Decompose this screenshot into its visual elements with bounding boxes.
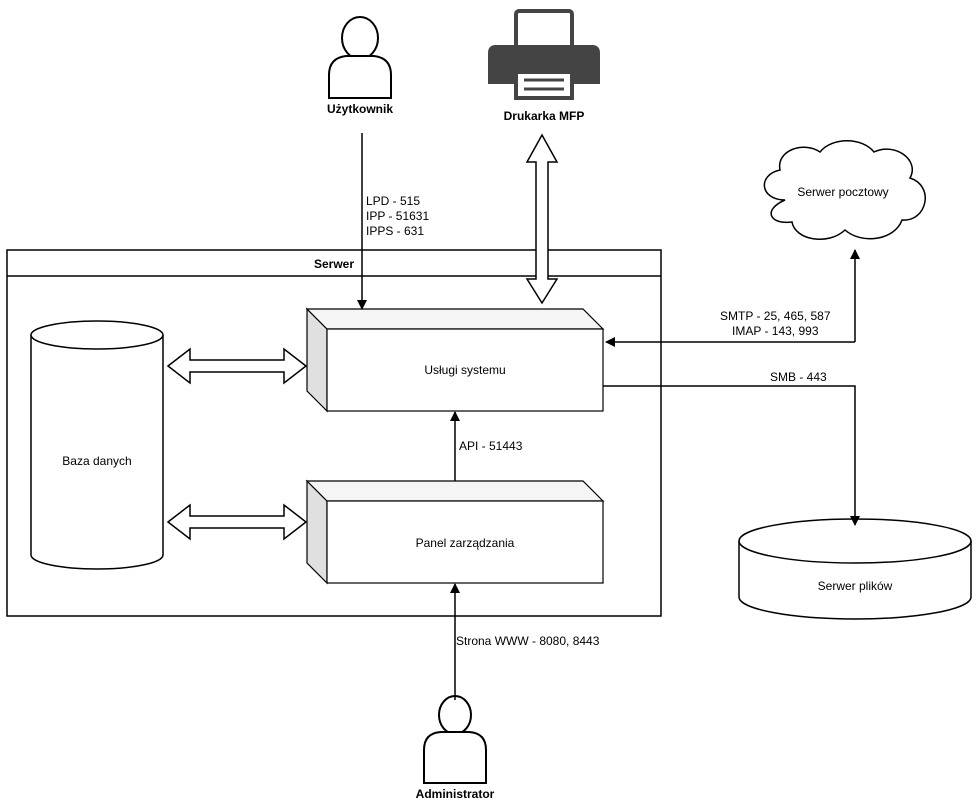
services-to-fileserver-arrow [603,385,860,526]
admin-actor-label: Administrator [416,787,495,801]
user-protocol-ipps: IPPS - 631 [366,224,424,238]
printer-services-double-arrow [525,133,559,305]
admin-actor-icon [423,695,487,784]
printer-icon [488,9,600,100]
database-services-double-arrow [166,347,308,385]
www-protocol: Strona WWW - 8080, 8443 [456,634,600,648]
management-panel-label: Panel zarządzania [416,536,515,550]
printer-label: Drukarka MFP [504,109,585,123]
system-services-box [305,307,605,413]
api-protocol: API - 51443 [459,439,523,453]
user-actor-icon [328,16,392,99]
user-actor-label: Użytkownik [327,102,393,116]
mail-protocol-smtp: SMTP - 25, 465, 587 [720,309,831,323]
database-cylinder [30,320,164,570]
user-protocol-ipp: IPP - 51631 [366,209,429,223]
mail-protocol-imap: IMAP - 143, 993 [732,324,819,338]
system-services-label: Usługi systemu [424,363,505,377]
file-server-label: Serwer plików [818,579,893,593]
smb-protocol: SMB - 443 [770,370,827,384]
server-container-title: Serwer [314,257,354,271]
user-protocol-lpd: LPD - 515 [366,194,420,208]
management-panel-box [305,479,605,585]
file-server-cylinder [738,518,972,620]
database-label: Baza danych [62,454,131,468]
mail-server-cloud [763,140,926,240]
database-panel-double-arrow [166,503,308,541]
mail-server-label: Serwer pocztowy [797,185,888,199]
